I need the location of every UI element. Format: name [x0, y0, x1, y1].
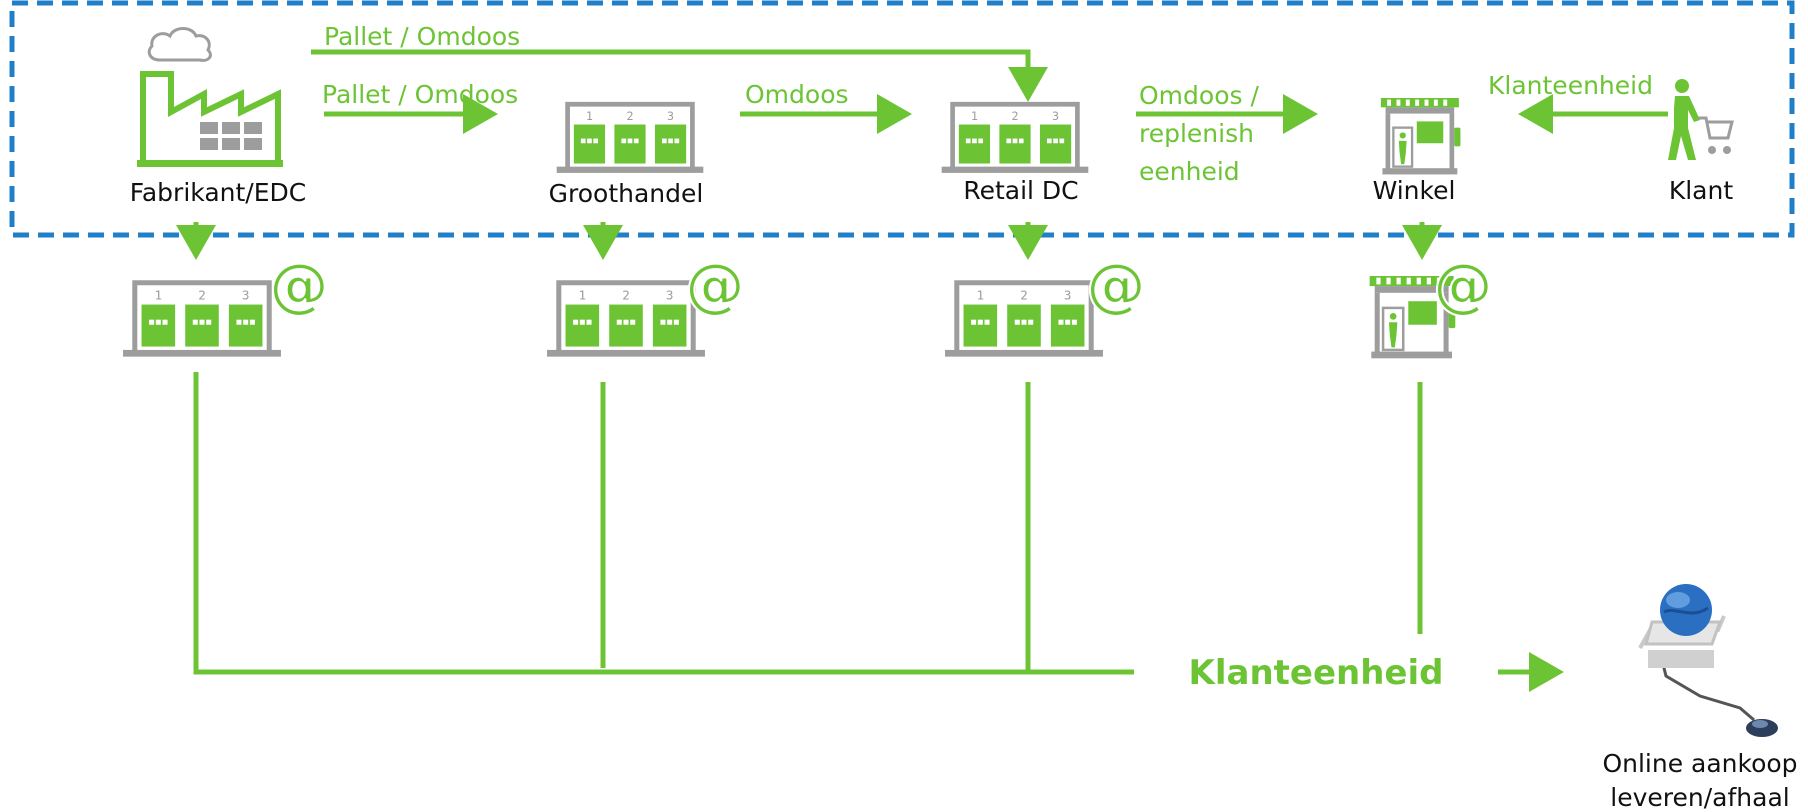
online-warehouse-icon-retail-dc [945, 283, 1103, 357]
shopper-with-cart-icon [1668, 79, 1734, 160]
down-arrows [176, 222, 1442, 260]
node-label-retail-dc: Retail DC [963, 176, 1078, 205]
flow-label-omdoos-replenish-2: replenish [1139, 119, 1254, 148]
online-warehouse-icon-groothandel [547, 283, 705, 357]
online-at-icon [684, 256, 746, 318]
flow-label-klanteenheid-bottom: Klanteenheid [1189, 653, 1444, 693]
warehouse-icon-groothandel [557, 104, 704, 173]
arrow-fabrikant-to-retail-dc [311, 49, 1048, 102]
online-at-icon [268, 256, 330, 318]
warehouse-icon-retail-dc [942, 104, 1089, 173]
top-flow-lines [311, 49, 1668, 134]
globe-cart-mouse-icon [1638, 584, 1778, 737]
node-label-winkel: Winkel [1373, 176, 1456, 205]
online-at-icon [1432, 256, 1494, 318]
supply-chain-boundary [9, 0, 1795, 238]
flow-label-omdoos-replenish-3: eenheid [1139, 157, 1240, 186]
node-label-online-2: leveren/afhaal [1610, 783, 1789, 812]
flow-label-omdoos-replenish-1: Omdoos / [1139, 81, 1259, 110]
node-label-klant: Klant [1669, 176, 1734, 205]
node-label-groothandel: Groothandel [549, 179, 704, 208]
online-at-icon [1085, 256, 1147, 318]
flow-label-top-pallet: Pallet / Omdoos [324, 22, 520, 51]
flow-label-omdoos: Omdoos [745, 80, 849, 109]
store-icon-winkel [1379, 98, 1462, 176]
factory-icon [137, 27, 283, 167]
node-label-fabrikant: Fabrikant/EDC [130, 178, 306, 207]
flow-label-klanteenheid-top: Klanteenheid [1488, 71, 1653, 100]
online-warehouse-icon-fabrikant [123, 283, 281, 357]
node-label-online-1: Online aankoop [1602, 749, 1797, 778]
fulfillment-lines [193, 372, 1564, 692]
flow-label-pallet: Pallet / Omdoos [322, 80, 518, 109]
